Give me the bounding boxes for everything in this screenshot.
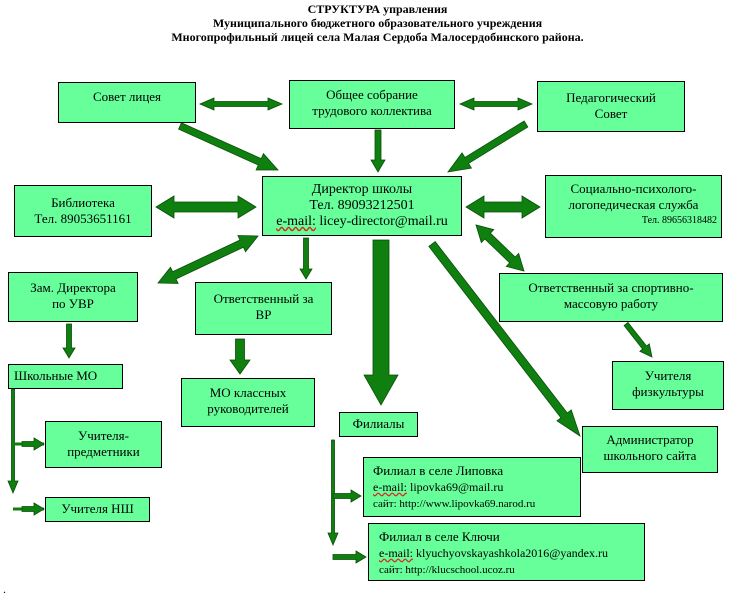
title-line-3: Многопрофильный лицей села Малая Сердоба… [171, 30, 584, 44]
email-label: e-mail: [373, 480, 407, 494]
site-label: сайт: [379, 564, 403, 576]
arrow-director-vr [299, 237, 313, 280]
node-label: Совет лицея [92, 89, 162, 104]
email-label: e-mail: [379, 546, 413, 560]
node-label: Администратор [606, 432, 694, 447]
site-label: сайт: [373, 498, 397, 510]
arrow-mo-subj [21, 437, 45, 451]
arrow-director-zam [157, 235, 259, 284]
node-label: предметники [67, 444, 140, 459]
arrow-director-social [465, 195, 541, 219]
node-label: массовую работу [563, 296, 659, 311]
node-filial-lipovka: Филиал в селе Липовка e-mail: lipovka69@… [363, 457, 581, 517]
node-label: Филиал в селе Ключи [379, 529, 500, 544]
arrow-filialy-klyuchi [332, 550, 367, 564]
node-label: Социально-психолого- [570, 181, 697, 196]
node-label: Школьные МО [14, 368, 98, 383]
email-link[interactable]: licey-director@mail.ru [319, 214, 448, 229]
node-label: Филиалы [352, 416, 405, 431]
node-zam-direktora: Зам. Директора по УВР [8, 272, 138, 322]
node-label: Учителя- [78, 428, 129, 443]
node-label: руководителей [207, 401, 289, 416]
node-sport: Ответственный за спортивно- массовую раб… [499, 273, 723, 322]
arrow-sovet-director [178, 122, 279, 171]
site-link[interactable]: http://klucschool.ucoz.ru [405, 564, 515, 576]
arrow-mo-vertical [7, 388, 19, 495]
arrow-director-filialy [363, 239, 399, 406]
node-phone: Тел. 89656318482 [641, 215, 717, 226]
email-label: e-mail: [276, 214, 316, 229]
node-filial-klyuchi: Филиал в селе Ключи e-mail: klyuchyovska… [368, 523, 645, 581]
node-label: Учителя [644, 368, 692, 383]
arrow-zam-mo [62, 323, 76, 359]
node-label: по УВР [52, 296, 94, 311]
footer-mark: . [3, 582, 6, 596]
site-link[interactable]: http://www.lipovka69.narod.ru [399, 498, 536, 510]
node-label: Совет [594, 106, 628, 121]
title-line-1: СТРУКТУРА управления [307, 2, 448, 16]
node-social-service: Социально-психолого- логопедическая служ… [545, 175, 722, 238]
node-mo-klassnyh: МО классных руководителей [181, 378, 315, 427]
arrow-mo-ns [21, 502, 45, 516]
arrow-ped-director [447, 120, 529, 173]
node-biblioteka: Библиотека Тел. 89053651161 [14, 185, 152, 237]
node-obshchee-sobranie: Общее собрание трудового коллектива [289, 80, 455, 129]
node-label: Учителя НШ [61, 501, 134, 516]
arrow-vr-moclass [229, 338, 251, 375]
arrow-sobranie-director [370, 129, 386, 173]
arrow-filialy-vertical [327, 439, 339, 547]
node-filialy: Филиалы [339, 412, 418, 437]
node-label: Ответственный за [213, 291, 314, 306]
node-shkolnye-mo: Школьные МО [8, 364, 123, 389]
title-line-2: Муниципального бюджетного образовательно… [212, 16, 543, 30]
node-phone: Тел. 89093212501 [309, 198, 415, 213]
node-uchitelya-fizkultury: Учителя физкультуры [612, 361, 724, 410]
arrow-sobranie-ped [458, 97, 534, 111]
node-label: Зам. Директора [30, 280, 116, 295]
node-ped-sovet: Педагогический Совет [537, 81, 685, 132]
arrow-library-director [155, 195, 257, 219]
arrow-director-admin [428, 240, 581, 437]
email-link[interactable]: lipovka69@mail.ru [409, 480, 504, 494]
node-label: логопедическая служба [568, 197, 699, 212]
arrow-social-sport [475, 224, 525, 272]
node-label: Тел. 89053651161 [34, 211, 132, 226]
node-label: Ответственный за спортивно- [528, 280, 694, 295]
node-uchitelya-predmetniki: Учителя- предметники [45, 421, 162, 468]
arrow-sport-phys [623, 321, 653, 358]
arrow-filialy-lipovka [332, 489, 362, 503]
node-label: Библиотека [51, 195, 115, 210]
node-label: МО классных [209, 385, 287, 400]
arrow-sovet-sobranie [198, 97, 284, 111]
node-label: физкультуры [632, 384, 704, 399]
node-label: школьного сайта [603, 448, 697, 463]
node-label: Педагогический [566, 90, 656, 105]
node-sovet-liceya: Совет лицея [58, 82, 196, 123]
node-label: трудового коллектива [312, 103, 432, 118]
email-link[interactable]: klyuchyovskayashkola2016@yandex.ru [415, 546, 608, 560]
node-otvetstvenny-vr: Ответственный за ВР [195, 282, 332, 335]
node-label: Директор школы [311, 182, 413, 197]
node-administrator-sayta: Администратор школьного сайта [582, 426, 718, 473]
node-label: ВР [255, 307, 272, 322]
node-direktor: Директор школы Тел. 89093212501 e-mail: … [262, 176, 462, 236]
node-uchitelya-ns: Учителя НШ [45, 497, 150, 522]
node-label: Общее собрание [326, 87, 418, 102]
node-label: Филиал в селе Липовка [373, 463, 504, 478]
